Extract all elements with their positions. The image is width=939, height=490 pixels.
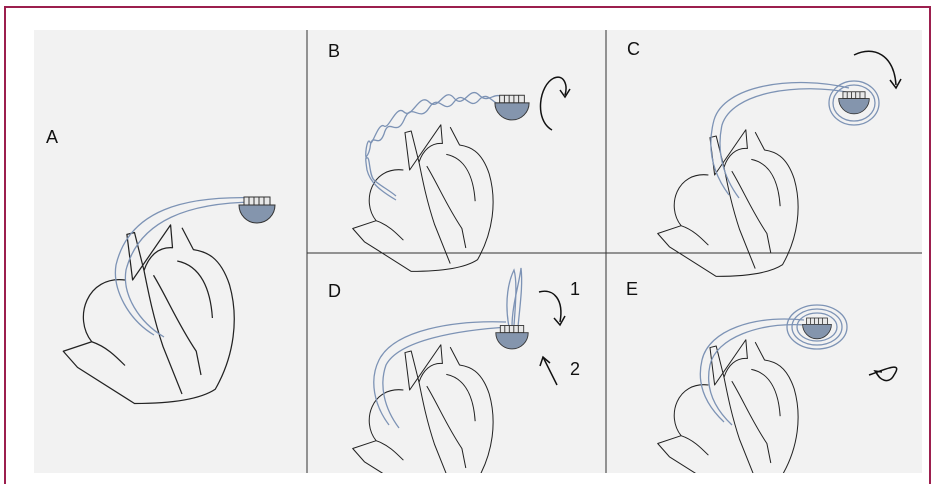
panel-e-drawing	[658, 305, 897, 473]
rotation-arrow-icon	[539, 291, 561, 322]
rotation-arrow-icon	[854, 51, 896, 85]
pacemaker-device-icon	[803, 318, 832, 339]
pacemaker-device-icon	[495, 95, 529, 120]
panel-label-e: E	[626, 280, 638, 298]
step-label-1: 1	[570, 280, 580, 298]
pacemaker-device-icon	[496, 326, 528, 349]
figure-drawing	[34, 30, 922, 473]
panel-label-a: A	[46, 128, 58, 146]
panel-d-drawing	[353, 268, 565, 473]
panel-label-b: B	[328, 42, 340, 60]
rotation-arrow-icon	[540, 77, 565, 130]
panel-b-drawing	[353, 77, 570, 271]
pacemaker-device-icon	[839, 92, 870, 114]
figure-panels: A B C D E 1 2	[34, 30, 922, 473]
pacemaker-device-icon	[239, 197, 275, 223]
step-label-2: 2	[570, 360, 580, 378]
panel-label-d: D	[328, 282, 341, 300]
push-arrow-icon	[543, 357, 557, 385]
rotation-arrow-icon	[869, 367, 897, 380]
panel-c-drawing	[658, 51, 901, 276]
panel-a-drawing	[63, 197, 275, 404]
panel-label-c: C	[627, 40, 640, 58]
